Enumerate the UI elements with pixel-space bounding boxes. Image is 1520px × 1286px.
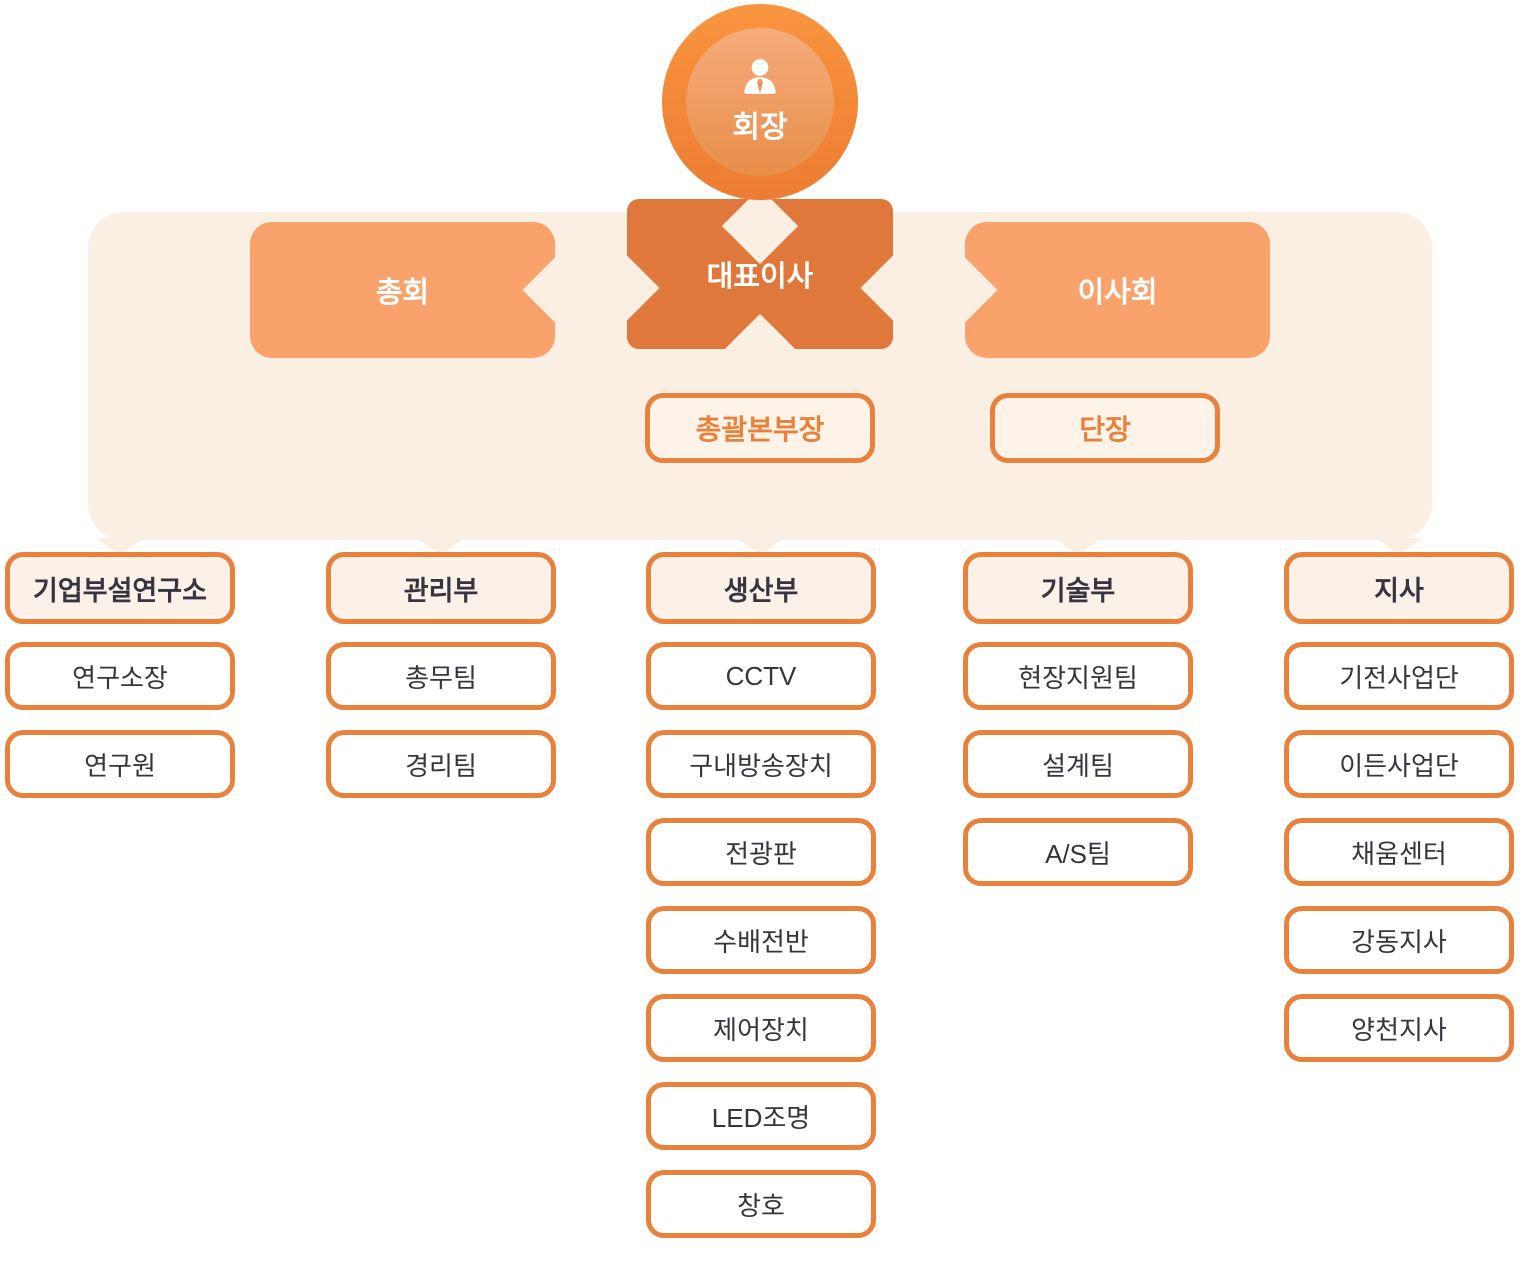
node-label: 이사회 (1077, 277, 1158, 309)
org-node-label: 창호 (737, 1190, 785, 1221)
org-node: 현장지원팀 (963, 642, 1193, 710)
org-node-label: 설계팀 (1042, 750, 1114, 781)
node-chairman: 회장 (662, 4, 858, 200)
org-node-label: 연구원 (84, 750, 156, 781)
org-node-label: 구내방송장치 (689, 750, 833, 781)
column-header-branch: 지사 (1284, 552, 1514, 624)
org-node-label: 현장지원팀 (1018, 662, 1138, 693)
column-header-label: 기술부 (1040, 575, 1116, 606)
org-node: 제어장치 (646, 994, 876, 1062)
column-header-production: 생산부 (646, 552, 876, 624)
org-node-label: 제어장치 (713, 1014, 809, 1045)
org-node-label: 이든사업단 (1339, 750, 1459, 781)
org-node-label: 수배전반 (713, 926, 809, 957)
org-node-label: 양천지사 (1351, 1014, 1447, 1045)
org-node-label: CCTV (725, 660, 797, 691)
org-node: CCTV (646, 642, 876, 710)
org-node-label: 경리팀 (405, 750, 477, 781)
org-node: 강동지사 (1284, 906, 1514, 974)
node-board-of-directors: 이사회 (965, 222, 1270, 358)
node-group-leader: 단장 (990, 393, 1220, 463)
org-node: 창호 (646, 1170, 876, 1238)
org-node: LED조명 (646, 1082, 876, 1150)
org-node: 경리팀 (326, 730, 556, 798)
org-node-label: A/S팀 (1045, 838, 1111, 869)
column-header-technical: 기술부 (963, 552, 1193, 624)
org-node-label: 강동지사 (1351, 926, 1447, 957)
org-node: 구내방송장치 (646, 730, 876, 798)
org-node: 양천지사 (1284, 994, 1514, 1062)
org-node-label: 채움센터 (1351, 838, 1447, 869)
org-node: 전광판 (646, 818, 876, 886)
node-label: 총괄본부장 (695, 414, 825, 445)
org-node: 연구소장 (5, 642, 235, 710)
node-general-director: 총괄본부장 (645, 393, 875, 463)
org-node-label: 총무팀 (405, 662, 477, 693)
org-node: 기전사업단 (1284, 642, 1514, 710)
org-node: 이든사업단 (1284, 730, 1514, 798)
org-node-label: 기전사업단 (1339, 662, 1459, 693)
org-node-label: 전광판 (725, 838, 797, 869)
org-node: 연구원 (5, 730, 235, 798)
org-node-label: LED조명 (711, 1102, 811, 1133)
column-header-management: 관리부 (326, 552, 556, 624)
column-header-label: 관리부 (403, 575, 479, 606)
column-header-label: 기업부설연구소 (33, 575, 207, 606)
node-label: 대표이사 (706, 261, 814, 293)
chairman-label: 회장 (732, 111, 788, 144)
column-header-research-institute: 기업부설연구소 (5, 552, 235, 624)
org-node: 채움센터 (1284, 818, 1514, 886)
node-general-assembly: 총회 (250, 222, 555, 358)
org-node: 총무팀 (326, 642, 556, 710)
org-node-label: 연구소장 (72, 662, 168, 693)
org-node: 설계팀 (963, 730, 1193, 798)
chairman-inner-circle: 회장 (686, 28, 834, 176)
person-icon (744, 59, 776, 94)
column-header-label: 생산부 (723, 575, 799, 606)
node-label: 단장 (1079, 414, 1131, 445)
node-label: 총회 (375, 277, 430, 309)
org-node: 수배전반 (646, 906, 876, 974)
column-header-label: 지사 (1374, 575, 1424, 606)
org-node: A/S팀 (963, 818, 1193, 886)
